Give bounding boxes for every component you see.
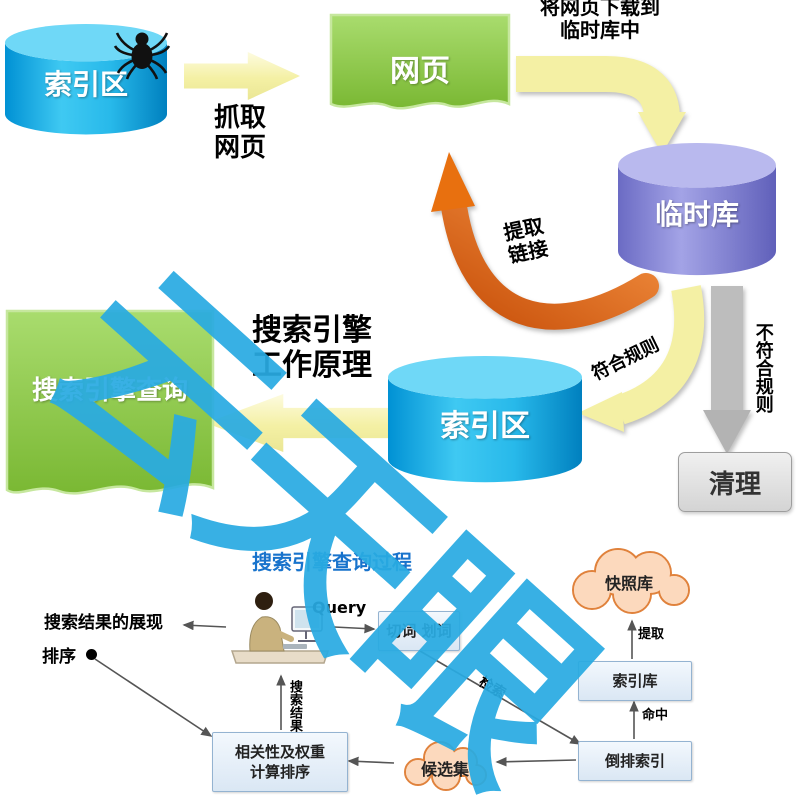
query-doc-label: 搜索引擎查询 bbox=[31, 376, 188, 406]
cloud-shape bbox=[404, 741, 487, 791]
download-arrow bbox=[516, 56, 686, 154]
caption-line2: 工作原理 bbox=[252, 347, 372, 383]
download-note-line1: 将网页下载到 bbox=[540, 0, 660, 19]
webpage-label: 网页 bbox=[390, 54, 450, 89]
source-index-cylinder: 索引区 bbox=[5, 24, 167, 136]
nomatch-rule-label: 不符合规则 bbox=[752, 323, 774, 413]
query-flow-title: 搜索引擎查询过程 bbox=[252, 550, 412, 574]
temp-db-cylinder: 临时库 bbox=[618, 143, 776, 277]
candidate-cloud-label: 候选集 bbox=[420, 760, 469, 779]
display-text-line1: 搜索结果的展现 bbox=[44, 613, 163, 633]
display-bullet-dot bbox=[86, 649, 97, 660]
arrow-segment-to-inverted bbox=[419, 650, 582, 745]
ranking-box-line1: 相关性及权重 bbox=[234, 742, 325, 761]
query-label: Query bbox=[312, 598, 367, 617]
cylinder-shape bbox=[388, 356, 582, 483]
crawl-label-line2: 网页 bbox=[213, 132, 266, 163]
candidate-cloud: 候选集 bbox=[396, 736, 494, 794]
crawl-label-line1: 抓取 bbox=[213, 103, 266, 133]
index-db-label: 索引区 bbox=[440, 409, 530, 444]
download-note: 将网页下载到 临时库中 bbox=[510, 0, 690, 42]
match-rule-arrow bbox=[578, 285, 705, 432]
inverted-index-box: 倒排索引 bbox=[578, 741, 692, 781]
arrow-candidate-to-rank bbox=[347, 756, 395, 767]
temp-db-label: 临时库 bbox=[654, 198, 739, 231]
ranking-box: 相关性及权重 计算排序 bbox=[212, 732, 348, 792]
snapshot-cloud: 快照库 bbox=[562, 540, 696, 618]
snapshot-cloud-label: 快照库 bbox=[604, 574, 653, 593]
arrow-query-to-segment bbox=[333, 623, 376, 634]
source-index-label: 索引区 bbox=[43, 68, 128, 101]
extract-links-arrow bbox=[431, 152, 659, 330]
cloud-shape bbox=[572, 548, 690, 614]
nomatch-rule-arrow bbox=[703, 286, 751, 454]
person-at-computer-illustration bbox=[230, 592, 330, 664]
arrow-inverted-to-candidate bbox=[495, 756, 577, 767]
cleanup-box: 清理 bbox=[678, 452, 792, 512]
cylinder-shape bbox=[5, 24, 167, 135]
query-flow-arrows bbox=[94, 619, 639, 767]
ranking-box-line2: 计算排序 bbox=[249, 763, 310, 781]
query-doc: 搜索引擎查询 bbox=[4, 308, 216, 512]
index-store-box: 索引库 bbox=[578, 661, 692, 701]
webpage-doc: 网页 bbox=[328, 12, 512, 126]
hit-label: 命中 bbox=[642, 708, 669, 723]
arrow-user-to-display bbox=[182, 620, 227, 631]
extract-label: 提取 bbox=[638, 627, 665, 642]
doc-shape bbox=[329, 13, 511, 110]
arrow-display-to-rank bbox=[94, 658, 213, 737]
index-db-cylinder: 索引区 bbox=[388, 356, 582, 484]
download-note-line2: 临时库中 bbox=[560, 18, 640, 42]
results-arrow-label: 搜索结果 bbox=[286, 680, 302, 732]
segmentation-box: 切词 划词 bbox=[378, 611, 460, 651]
crawl-label: 抓取 网页 bbox=[188, 103, 292, 164]
cylinder-shape bbox=[618, 143, 776, 276]
spider-icon bbox=[113, 32, 171, 80]
display-text-line2: 排序 bbox=[42, 647, 76, 667]
caption-line1: 搜索引擎 bbox=[252, 313, 372, 348]
doc-shape bbox=[5, 309, 215, 495]
diagram-caption: 搜索引擎 工作原理 bbox=[236, 313, 388, 383]
